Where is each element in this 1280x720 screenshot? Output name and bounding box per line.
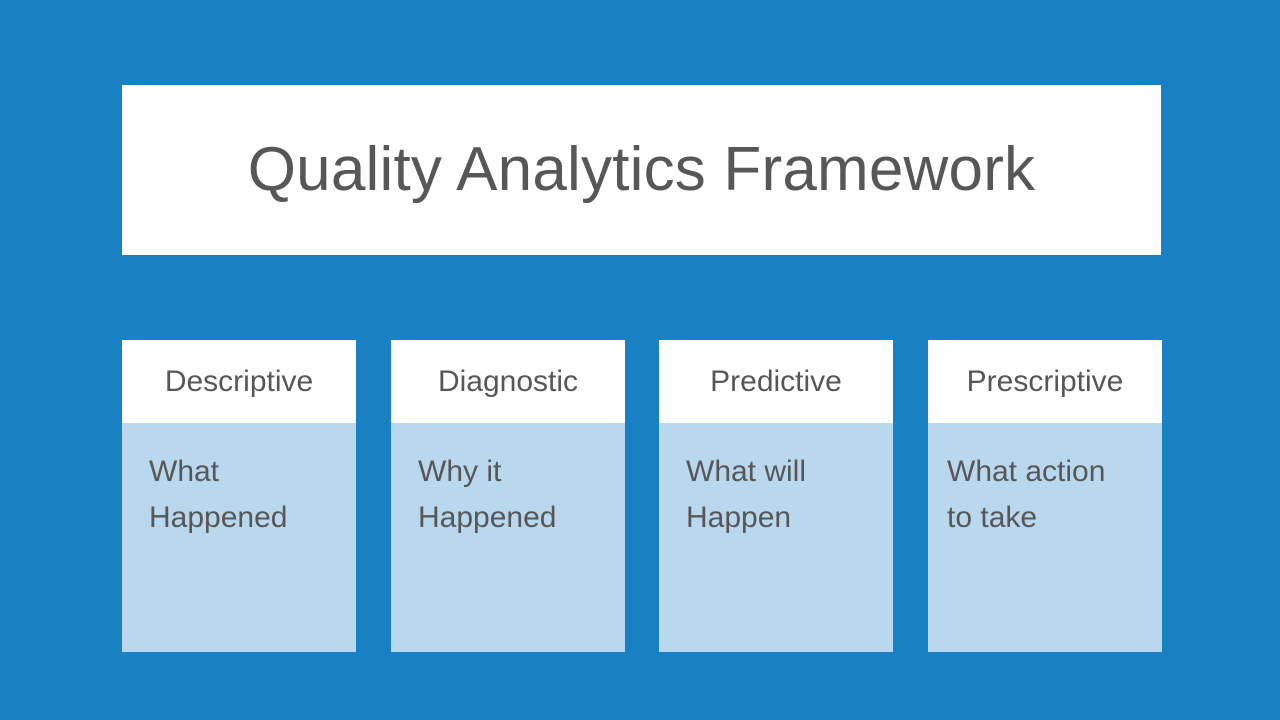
- card-predictive-title: Predictive: [710, 365, 842, 398]
- card-diagnostic-header: Diagnostic: [391, 340, 625, 423]
- card-descriptive[interactable]: Descriptive What Happened: [122, 340, 356, 652]
- card-diagnostic[interactable]: Diagnostic Why it Happened: [391, 340, 625, 652]
- card-predictive-header: Predictive: [659, 340, 893, 423]
- analytics-cards-row: Descriptive What Happened Diagnostic Why…: [122, 340, 1162, 652]
- card-prescriptive-body: What action to take: [928, 423, 1162, 652]
- card-diagnostic-body: Why it Happened: [391, 423, 625, 652]
- card-descriptive-description: What Happened: [149, 455, 288, 534]
- card-prescriptive-description: What action to take: [947, 455, 1106, 534]
- card-descriptive-body: What Happened: [122, 423, 356, 652]
- card-descriptive-header: Descriptive: [122, 340, 356, 423]
- card-predictive[interactable]: Predictive What will Happen: [659, 340, 893, 652]
- page-title: Quality Analytics Framework: [247, 135, 1036, 205]
- card-diagnostic-description: Why it Happened: [418, 455, 557, 534]
- card-predictive-body: What will Happen: [659, 423, 893, 652]
- card-prescriptive[interactable]: Prescriptive What action to take: [928, 340, 1162, 652]
- card-prescriptive-header: Prescriptive: [928, 340, 1162, 423]
- card-diagnostic-title: Diagnostic: [437, 365, 579, 398]
- card-predictive-description: What will Happen: [686, 455, 807, 534]
- card-descriptive-title: Descriptive: [164, 365, 314, 398]
- card-prescriptive-title: Prescriptive: [966, 365, 1124, 398]
- title-banner: Quality Analytics Framework: [122, 85, 1161, 255]
